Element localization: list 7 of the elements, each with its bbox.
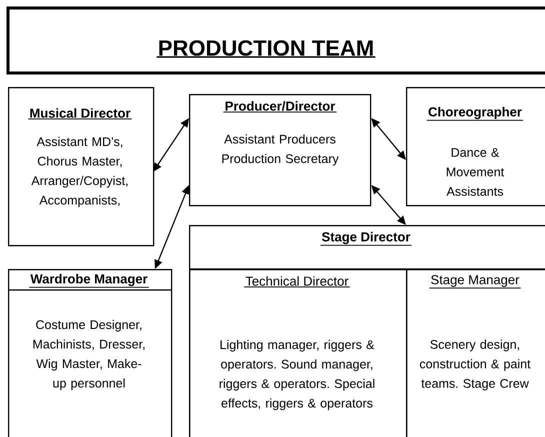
org-box: Wardrobe Manager Costume Designer, Machinists, Dresser, Wig Master, Make-up personnel — [8, 269, 172, 437]
title-banner: PRODUCTION TEAM — [6, 6, 545, 74]
org-box: Technical Director Lighting manager, riggers & operators. Sound manager, riggers & operators. Special effects, riggers & operators — [189, 269, 408, 437]
org-box: Stage Manager Scenery design, construction & paint teams. Stage Crew — [406, 269, 545, 437]
org-box: Choreographer Dance & Movement Assistants — [406, 87, 545, 206]
org-box: Producer/Director Assistant Producers Production Secretary — [189, 94, 372, 206]
org-box: Musical Director Assistant MD’s, Chorus Master, Arranger/Copyist, Accompanists, — [8, 87, 154, 246]
